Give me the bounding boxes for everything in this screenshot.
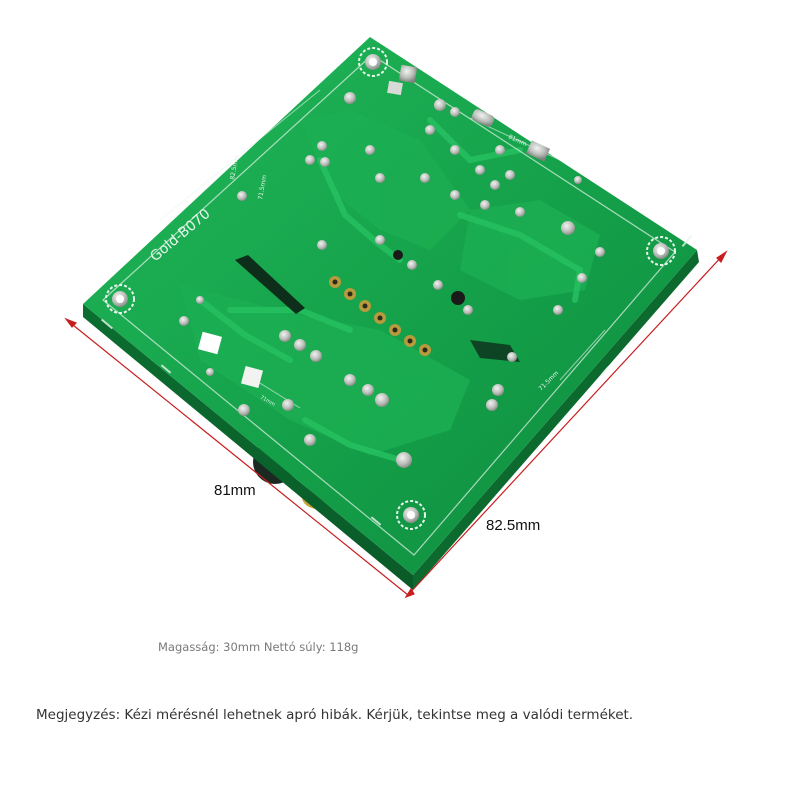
pcb-board (83, 37, 697, 575)
width-dimension-label: 81mm (214, 482, 256, 499)
silk-dimension-1: 82.5mm (229, 154, 240, 180)
dimension-lines (64, 250, 728, 599)
pcb-edge (83, 304, 413, 590)
edge-components (100, 234, 693, 526)
gold-pad-row (329, 276, 431, 356)
measurement-note: Megjegyzés: Kézi mérésnél lehetnek apró … (36, 707, 634, 723)
solder-joints (179, 92, 605, 468)
silk-dimension-2: 71.5mm (257, 174, 268, 200)
board-slot (235, 255, 305, 314)
silkscreen-outline (102, 54, 676, 556)
mounting-holes (105, 47, 676, 530)
pcb-edge-right (413, 250, 699, 590)
depth-dimension-label: 82.5mm (486, 517, 541, 534)
specs-text: Magasság: 30mm Nettó súly: 118g (158, 640, 359, 654)
square-pads (198, 64, 551, 389)
